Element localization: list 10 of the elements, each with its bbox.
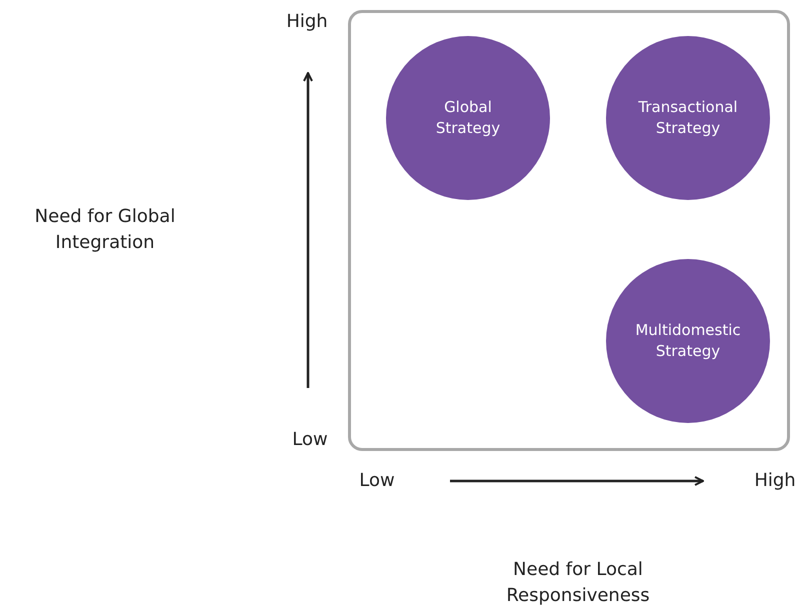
strategy-label: Global Strategy <box>434 97 502 139</box>
axis-label: High <box>754 468 796 493</box>
axis-label: Low <box>359 468 395 493</box>
axis-title: Need for Local Responsiveness <box>505 558 651 608</box>
strategy-label: Transactional Strategy <box>637 97 739 139</box>
matrix-frame <box>348 10 790 451</box>
axis-label: Low <box>292 428 328 452</box>
axis-label: High <box>286 10 328 34</box>
strategy-label: Multidomestic Strategy <box>634 320 742 362</box>
axis-title: Need for Global Integration <box>34 204 176 255</box>
